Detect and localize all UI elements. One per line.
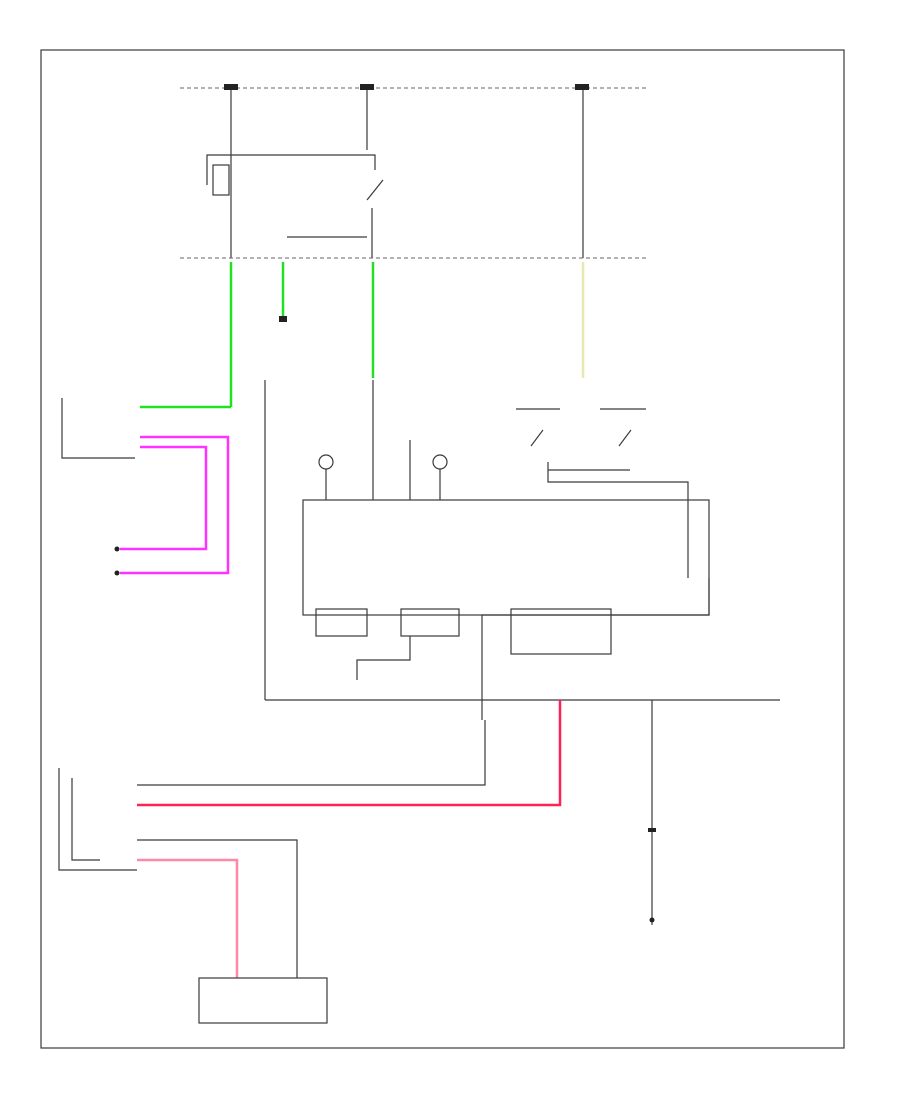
relay-coil-wire (206, 154, 376, 185)
door-module-bracket (58, 768, 137, 871)
red-wire (137, 700, 562, 807)
switch-common-wire (547, 462, 689, 578)
sensor-2-icon (432, 454, 448, 470)
dlc-terminal-2 (114, 570, 120, 576)
ground-terminal (649, 917, 655, 923)
mirror-module-box (198, 977, 328, 1024)
sub-module-1 (315, 608, 368, 637)
ground-connector (648, 828, 656, 832)
pink-wire (137, 858, 239, 978)
switch-blade-1 (530, 429, 544, 447)
sub-module-3 (510, 608, 612, 655)
fuse-connector-2 (360, 84, 374, 90)
control-module-box (302, 499, 710, 616)
switch-blade-2 (618, 429, 632, 447)
module-output-wire (481, 578, 710, 720)
door-wire-1 (137, 720, 486, 786)
dlc-terminal-1 (114, 546, 120, 552)
sub-module-2 (400, 608, 460, 637)
magenta-wire-2 (120, 445, 208, 551)
relay-switch-blade (366, 179, 384, 201)
ground-splice (279, 316, 287, 322)
magenta-wire-1 (120, 435, 230, 575)
sensor-1-icon (318, 454, 334, 470)
panel-connector-bracket (61, 398, 135, 459)
fuse-connector-3 (575, 84, 589, 90)
relay-coil (212, 164, 230, 196)
fuse-connector-1 (224, 84, 238, 90)
door-wire-3 (137, 839, 298, 978)
serial-data-wire (356, 636, 411, 680)
diagram-frame (40, 49, 845, 1049)
door-module-inner-bracket (71, 778, 100, 861)
